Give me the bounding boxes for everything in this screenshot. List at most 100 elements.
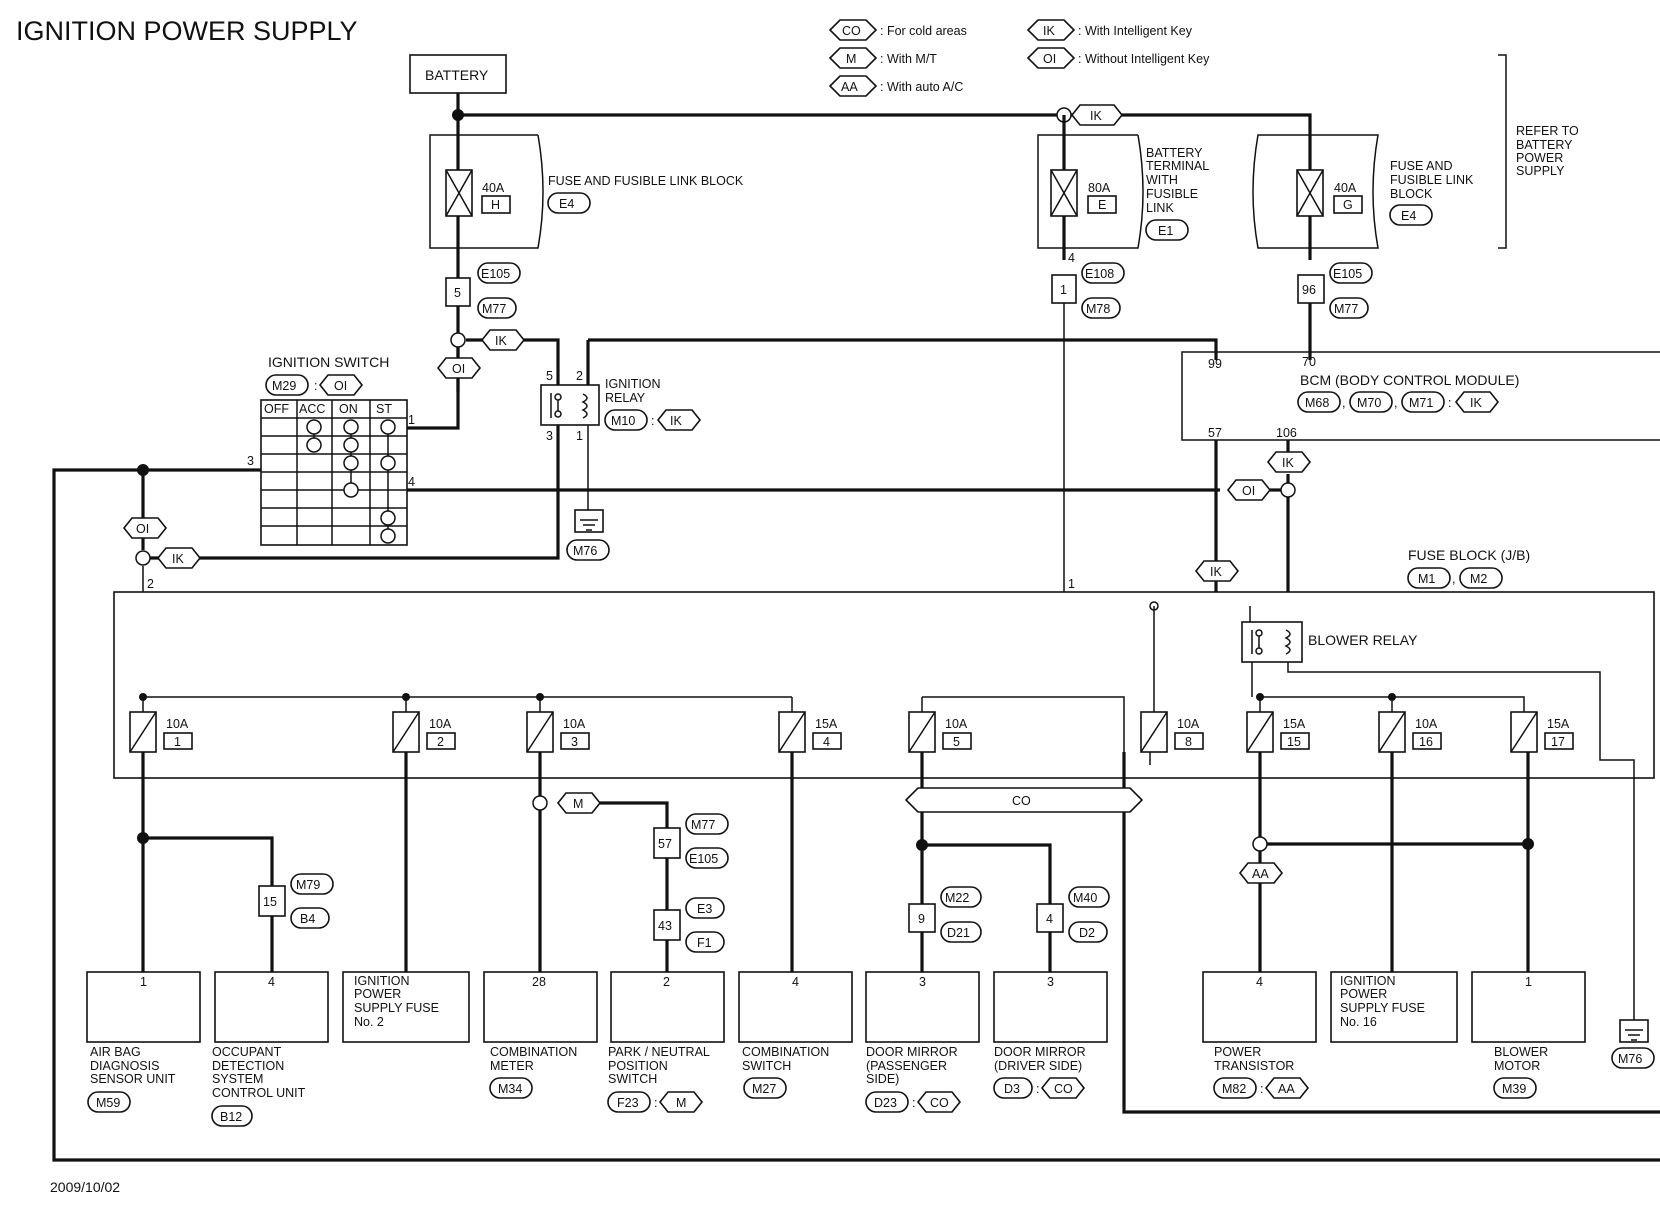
- svg-text:M77: M77: [1334, 302, 1358, 316]
- svg-text:D2: D2: [1079, 926, 1095, 940]
- svg-text:E105: E105: [481, 267, 510, 281]
- svg-text:AA: AA: [1252, 867, 1269, 881]
- svg-text:M77: M77: [482, 302, 506, 316]
- svg-text:4: 4: [1256, 975, 1263, 989]
- svg-text:,: ,: [1394, 396, 1397, 410]
- svg-text:IGNITION SWITCH: IGNITION SWITCH: [268, 354, 389, 370]
- svg-text:4: 4: [792, 975, 799, 989]
- legend-text: : With M/T: [880, 52, 937, 66]
- inline-connector: 15 M79 B4: [258, 873, 334, 929]
- ignition-relay: 5 2 3 1 IGNITION RELAY M10 : IK: [540, 338, 1218, 510]
- svg-text:M34: M34: [498, 1082, 522, 1096]
- svg-text:17: 17: [1551, 735, 1565, 749]
- svg-text:IK: IK: [1282, 456, 1294, 470]
- svg-text:4: 4: [408, 475, 415, 489]
- svg-text:5: 5: [953, 735, 960, 749]
- svg-text:M10: M10: [611, 414, 635, 428]
- svg-text:OI: OI: [334, 379, 347, 393]
- svg-text:4: 4: [1068, 251, 1075, 265]
- svg-text:ACC: ACC: [299, 402, 325, 416]
- svg-text:4: 4: [1046, 912, 1053, 926]
- svg-text:SUPPLY: SUPPLY: [1516, 164, 1565, 178]
- legend-code: IK: [1043, 24, 1055, 38]
- svg-text::: :: [651, 414, 654, 428]
- svg-text:E105: E105: [689, 852, 718, 866]
- svg-text:43: 43: [658, 919, 672, 933]
- legend-code: OI: [1043, 52, 1056, 66]
- svg-text:BCM (BODY CONTROL MODULE): BCM (BODY CONTROL MODULE): [1300, 372, 1519, 388]
- svg-text:M59: M59: [96, 1096, 120, 1110]
- svg-text:BLOCK: BLOCK: [1390, 187, 1433, 201]
- fuse-15: 15A 15: [1246, 711, 1310, 753]
- svg-text:G: G: [1343, 198, 1353, 212]
- svg-text:5: 5: [454, 286, 461, 300]
- svg-text:POWER: POWER: [1340, 987, 1387, 1001]
- svg-text:D21: D21: [947, 926, 970, 940]
- svg-text:M79: M79: [296, 878, 320, 892]
- svg-text:D3: D3: [1004, 1082, 1020, 1096]
- svg-text:15A: 15A: [1547, 717, 1570, 731]
- fuse-4: 15A 4: [778, 697, 842, 753]
- legend-text: : Without Intelligent Key: [1078, 52, 1210, 66]
- fuse-3: 10A 3: [526, 697, 590, 753]
- svg-text:2: 2: [663, 975, 670, 989]
- load-occupant-detection-control-unit: 4 OCCUPANT DETECTION SYSTEM CONTROL UNIT…: [211, 971, 329, 1127]
- junction-left: 5 E105 M77: [445, 262, 521, 319]
- legend: CO : For cold areas M : With M/T AA : Wi…: [828, 19, 1210, 97]
- battery: BATTERY: [409, 54, 507, 94]
- svg-text:REFER TO: REFER TO: [1516, 124, 1579, 138]
- svg-text::: :: [1448, 396, 1451, 410]
- svg-text:E4: E4: [559, 197, 574, 211]
- svg-text:METER: METER: [490, 1059, 534, 1073]
- svg-text:15A: 15A: [815, 717, 838, 731]
- legend-code: CO: [842, 24, 861, 38]
- svg-text:10A: 10A: [429, 717, 452, 731]
- svg-text:SWITCH: SWITCH: [608, 1072, 657, 1086]
- svg-text:,: ,: [1342, 396, 1345, 410]
- svg-text:9: 9: [918, 912, 925, 926]
- fuse-2: 10A 2: [392, 697, 456, 753]
- svg-text:SENSOR UNIT: SENSOR UNIT: [90, 1072, 176, 1086]
- bcm: 99 70 BCM (BODY CONTROL MODULE) M68 , M7…: [1181, 351, 1660, 441]
- svg-text:RELAY: RELAY: [605, 391, 646, 405]
- svg-text:15: 15: [263, 895, 277, 909]
- svg-text:M70: M70: [1357, 396, 1381, 410]
- svg-text:ON: ON: [339, 402, 358, 416]
- svg-text:DIAGNOSIS: DIAGNOSIS: [90, 1059, 159, 1073]
- svg-text:SUPPLY FUSE: SUPPLY FUSE: [354, 1001, 439, 1015]
- svg-text:COMBINATION: COMBINATION: [742, 1045, 829, 1059]
- svg-text:BLOWER RELAY: BLOWER RELAY: [1308, 632, 1418, 648]
- svg-text:E105: E105: [1333, 267, 1362, 281]
- diagram-title: IGNITION POWER SUPPLY: [16, 16, 358, 46]
- svg-text:M68: M68: [1305, 396, 1329, 410]
- legend-text: : With auto A/C: [880, 80, 963, 94]
- svg-text:5: 5: [546, 369, 553, 383]
- svg-text:IGNITION: IGNITION: [354, 974, 410, 988]
- svg-text:B12: B12: [220, 1110, 242, 1124]
- svg-text:10A: 10A: [563, 717, 586, 731]
- svg-text:BLOWER: BLOWER: [1494, 1045, 1548, 1059]
- svg-text:M29: M29: [272, 379, 296, 393]
- svg-text:AA: AA: [1278, 1082, 1295, 1096]
- svg-text:1: 1: [1525, 975, 1532, 989]
- inline-connector: 4 M40 D2: [1036, 886, 1110, 943]
- svg-text:TERMINAL: TERMINAL: [1146, 159, 1209, 173]
- svg-text:1: 1: [140, 975, 147, 989]
- svg-text:1: 1: [1068, 577, 1075, 591]
- svg-text:TRANSISTOR: TRANSISTOR: [1214, 1059, 1294, 1073]
- svg-text:No. 16: No. 16: [1340, 1015, 1377, 1029]
- svg-text:M: M: [676, 1096, 686, 1110]
- svg-text:(DRIVER SIDE): (DRIVER SIDE): [994, 1059, 1082, 1073]
- svg-text:D23: D23: [874, 1096, 897, 1110]
- svg-text:M27: M27: [752, 1082, 776, 1096]
- svg-text:3: 3: [546, 429, 553, 443]
- svg-text:IK: IK: [1210, 565, 1222, 579]
- legend-code: M: [846, 52, 856, 66]
- svg-text:IK: IK: [495, 334, 507, 348]
- svg-text:OI: OI: [1242, 484, 1255, 498]
- svg-text:,: ,: [1452, 572, 1455, 586]
- svg-text:FUSE BLOCK (J/B): FUSE BLOCK (J/B): [1408, 547, 1530, 563]
- svg-text:FUSE AND FUSIBLE LINK BLOCK: FUSE AND FUSIBLE LINK BLOCK: [548, 174, 744, 188]
- svg-text:F23: F23: [617, 1096, 639, 1110]
